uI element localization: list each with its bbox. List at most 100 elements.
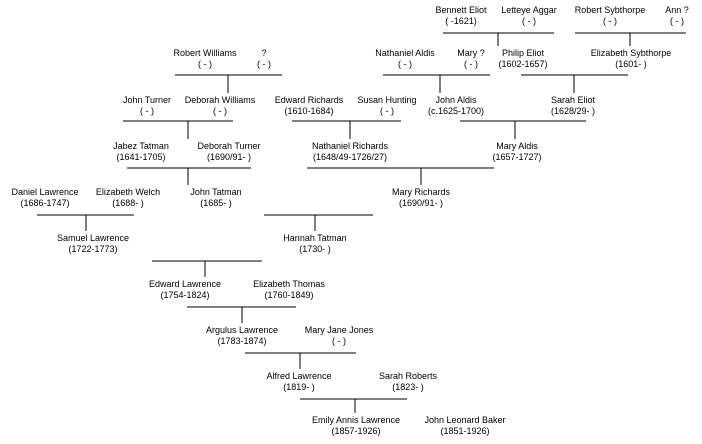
person-name: John Leonard Baker xyxy=(424,415,506,425)
person-philip-eliot: Philip Eliot (1602-1657) xyxy=(498,48,547,70)
person-dates: (1641-1705) xyxy=(116,152,166,162)
person-name: Deborah Turner xyxy=(197,141,261,151)
person-name: Philip Eliot xyxy=(501,48,545,58)
person-robert-williams-spouse: ? ( - ) xyxy=(257,48,271,70)
person-john-turner: John Turner ( - ) xyxy=(123,95,171,117)
person-bennett-eliot: Bennett Eliot ( -1621) xyxy=(435,5,486,27)
person-dates: ( - ) xyxy=(257,59,271,69)
person-alfred-lawrence: Alfred Lawrence (1819- ) xyxy=(266,371,331,393)
person-name: Ann ? xyxy=(665,5,689,15)
person-dates: (1686-1747) xyxy=(20,198,70,208)
person-name: ? xyxy=(261,48,267,58)
person-name: John Aldis xyxy=(435,95,477,105)
person-dates: (1685- ) xyxy=(200,198,232,208)
person-robert-williams: Robert Williams ( - ) xyxy=(173,48,236,70)
person-sarah-roberts: Sarah Roberts (1823- ) xyxy=(379,371,437,393)
person-name: Sarah Roberts xyxy=(378,371,438,381)
person-name: Alfred Lawrence xyxy=(266,371,332,381)
person-susan-hunting: Susan Hunting ( - ) xyxy=(357,95,416,117)
person-dates: ( - ) xyxy=(463,59,478,69)
person-mary-jane-jones: Mary Jane Jones ( - ) xyxy=(305,325,374,347)
person-elizabeth-sybthorpe: Elizabeth Sybthorpe (1601- ) xyxy=(591,48,672,70)
person-name: Robert Williams xyxy=(173,48,237,58)
person-dates: (1690/91- ) xyxy=(206,152,252,162)
person-name: Jabez Tatman xyxy=(113,141,169,151)
person-nathaniel-richards: Nathaniel Richards (1648/49-1726/27) xyxy=(312,141,388,163)
person-elizabeth-thomas: Elizabeth Thomas (1760-1849) xyxy=(253,279,325,301)
person-mary-aldis: Mary Aldis (1657-1727) xyxy=(492,141,541,163)
person-dates: ( - ) xyxy=(140,106,154,116)
person-dates: (1628/29- ) xyxy=(550,106,596,116)
person-edward-richards: Edward Richards (1610-1684) xyxy=(275,95,344,117)
person-dates: ( - ) xyxy=(379,106,394,116)
person-dates: ( - ) xyxy=(397,59,412,69)
person-dates: (1760-1849) xyxy=(264,290,314,300)
person-daniel-lawrence: Daniel Lawrence (1686-1747) xyxy=(11,187,78,209)
person-edward-lawrence: Edward Lawrence (1754-1824) xyxy=(149,279,221,301)
person-jabez-tatman: Jabez Tatman (1641-1705) xyxy=(113,141,169,163)
person-dates: ( - ) xyxy=(331,336,346,346)
person-name: Samuel Lawrence xyxy=(56,233,130,243)
person-name: Nathaniel Aldis xyxy=(375,48,435,58)
person-hannah-tatman: Hannah Tatman (1730- ) xyxy=(283,233,346,255)
person-john-leonard-baker: John Leonard Baker (1851-1926) xyxy=(424,415,505,437)
person-john-aldis: John Aldis (c.1625-1700) xyxy=(428,95,484,117)
person-name: John Tatman xyxy=(190,187,242,197)
person-sarah-eliot: Sarah Eliot (1628/29- ) xyxy=(551,95,595,117)
person-ann-unknown: Ann ? ( - ) xyxy=(665,5,689,27)
person-letteye-aggar: Letteye Aggar ( - ) xyxy=(501,5,557,27)
person-dates: (1722-1773) xyxy=(68,244,118,254)
person-dates: (1602-1657) xyxy=(498,59,548,69)
person-deborah-turner: Deborah Turner (1690/91- ) xyxy=(197,141,260,163)
person-robert-sybthorpe: Robert Sybthorpe ( - ) xyxy=(575,5,646,27)
person-argulus-lawrence: Argulus Lawrence (1783-1874) xyxy=(206,325,278,347)
person-dates: (c.1625-1700) xyxy=(427,106,485,116)
person-dates: (1648/49-1726/27) xyxy=(312,152,388,162)
person-dates: (1754-1824) xyxy=(160,290,210,300)
person-name: Elizabeth Welch xyxy=(95,187,161,197)
person-name: Daniel Lawrence xyxy=(11,187,79,197)
person-name: Argulus Lawrence xyxy=(205,325,279,335)
person-name: Letteye Aggar xyxy=(501,5,557,15)
person-emily-annis-lawrence: Emily Annis Lawrence (1857-1926) xyxy=(312,415,400,437)
person-name: Deborah Williams xyxy=(184,95,256,105)
person-dates: ( - ) xyxy=(213,106,227,116)
person-name: Robert Sybthorpe xyxy=(574,5,646,15)
person-dates: (1823- ) xyxy=(392,382,424,392)
person-elizabeth-welch: Elizabeth Welch (1688- ) xyxy=(96,187,160,209)
person-nathaniel-aldis: Nathaniel Aldis ( - ) xyxy=(375,48,435,70)
person-name: Nathaniel Richards xyxy=(311,141,389,151)
person-name: Bennett Eliot xyxy=(435,5,487,15)
person-dates: (1783-1874) xyxy=(217,336,267,346)
person-name: Emily Annis Lawrence xyxy=(311,415,401,425)
person-name: Sarah Eliot xyxy=(550,95,596,105)
person-dates: (1851-1926) xyxy=(440,426,490,436)
person-name: Mary Aldis xyxy=(496,141,538,151)
person-dates: (1657-1727) xyxy=(492,152,542,162)
person-mary-unknown: Mary ? ( - ) xyxy=(457,48,485,70)
person-name: Susan Hunting xyxy=(357,95,417,105)
person-name: Hannah Tatman xyxy=(283,233,347,243)
person-dates: (1610-1684) xyxy=(284,106,334,116)
person-dates: ( -1621) xyxy=(445,16,477,26)
person-name: John Turner xyxy=(122,95,172,105)
person-mary-richards: Mary Richards (1690/91- ) xyxy=(392,187,450,209)
person-dates: ( - ) xyxy=(521,16,536,26)
person-deborah-williams: Deborah Williams ( - ) xyxy=(185,95,256,117)
person-dates: (1601- ) xyxy=(615,59,647,69)
person-dates: ( - ) xyxy=(602,16,617,26)
person-dates: (1857-1926) xyxy=(331,426,381,436)
person-john-tatman: John Tatman (1685- ) xyxy=(190,187,241,209)
person-name: Edward Lawrence xyxy=(148,279,222,289)
person-dates: (1730- ) xyxy=(299,244,331,254)
person-dates: (1819- ) xyxy=(283,382,315,392)
person-dates: ( - ) xyxy=(670,16,684,26)
person-name: Edward Richards xyxy=(274,95,344,105)
person-name: Elizabeth Thomas xyxy=(253,279,325,289)
person-dates: ( - ) xyxy=(197,59,212,69)
person-samuel-lawrence: Samuel Lawrence (1722-1773) xyxy=(57,233,129,255)
person-name: Mary ? xyxy=(457,48,485,58)
person-name: Elizabeth Sybthorpe xyxy=(590,48,672,58)
